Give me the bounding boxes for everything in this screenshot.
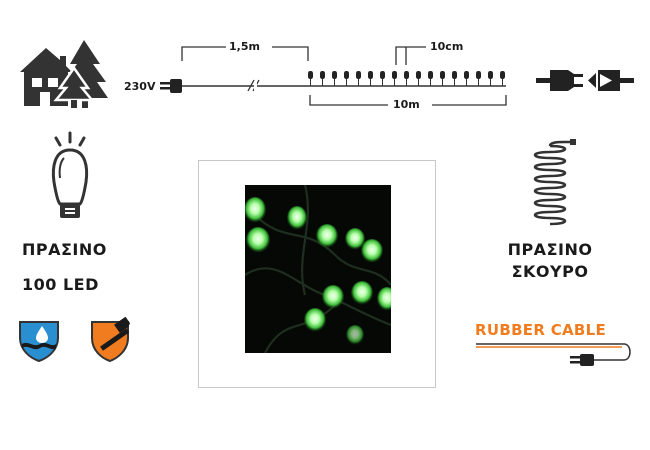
connectable-plug-icon [536, 70, 634, 91]
coiled-cable-icon [533, 139, 576, 226]
led-bulb-icon [51, 131, 89, 218]
lit-length-label: 10m [393, 98, 420, 111]
voltage-label: 230V [124, 80, 156, 93]
bulb-spacing-label: 10cm [430, 40, 464, 53]
led-color-label: ΠΡΑΣΙΝΟ [22, 240, 107, 259]
led-count-label: 100 LED [22, 275, 99, 294]
lead-length-label: 1,5m [229, 40, 260, 53]
cable-color-line1: ΠΡΑΣΙΝΟ [507, 240, 593, 259]
plug-icon [476, 343, 631, 366]
hammer-shield-icon [91, 316, 131, 363]
light-string-diagram [160, 46, 507, 106]
cable-color-line2: ΣΚΟΥΡΟ [511, 262, 589, 281]
rubber-cable-label: RUBBER CABLE [475, 321, 607, 339]
house-tree-icon [20, 40, 108, 108]
waterproof-shield-icon [19, 321, 59, 362]
product-photo [245, 185, 391, 353]
